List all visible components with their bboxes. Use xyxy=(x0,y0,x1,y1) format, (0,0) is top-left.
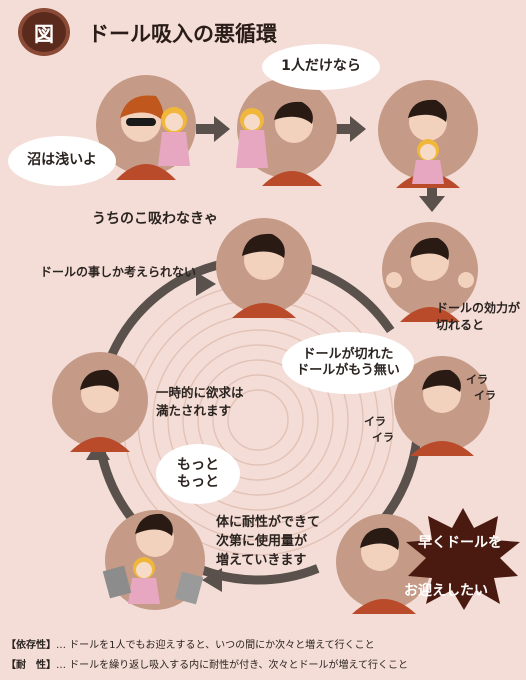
tolerance-line1: 体に耐性ができて xyxy=(216,515,321,530)
more-line2: もっと xyxy=(177,474,219,490)
tolerance-line3: 増えていきます xyxy=(216,552,307,568)
craving-man-illustration xyxy=(336,514,432,614)
speech-bubble-more: もっと もっと xyxy=(156,444,240,504)
angry-man-illustration xyxy=(394,356,490,456)
label-effect-wears-off: ドールの効力が 切れると xyxy=(436,300,520,335)
ira-upper: イラ イラ xyxy=(466,372,496,404)
man-with-doll-illustration xyxy=(236,78,337,186)
ira-text-3: イラ xyxy=(364,415,386,428)
speech-bubble-out-of-doll: ドールが切れた ドールがもう無い xyxy=(282,332,414,394)
withdrawal-line2: ドールがもう無い xyxy=(296,363,400,378)
man-holding-doll-illustration xyxy=(378,80,478,188)
obsessed-man-illustration xyxy=(216,218,312,318)
cycle-arrowhead-top xyxy=(196,272,216,296)
ira-lower: イラ イラ xyxy=(364,414,394,446)
arrow-down xyxy=(419,196,445,212)
label-effect-line1: ドールの効力が xyxy=(436,301,521,315)
more-line1: もっと xyxy=(177,456,219,473)
ira-text-1: イラ xyxy=(466,373,488,386)
arrow-right-2 xyxy=(350,116,366,142)
arrow-right-1 xyxy=(214,116,230,142)
label-only-think-doll: ドールの事しか考えられない xyxy=(40,265,197,279)
craving-burst xyxy=(406,508,520,610)
footnote-dependency: 【依存性】… ドールを1人でもお迎えすると、いつの間にか次々と増えて行くこと xyxy=(6,636,375,651)
footnote-tolerance: 【耐 性】… ドールを繰り返し吸入する内に耐性が付き、次々とドールが増えて行くこ… xyxy=(6,656,408,671)
hands-up-man-illustration xyxy=(382,222,478,322)
withdrawal-line1: ドールが切れた xyxy=(302,346,394,362)
speech-bubble-shallow: 沼は浅いよ xyxy=(8,136,116,186)
page-title: ドール吸入の悪循環 xyxy=(88,22,277,46)
ira-text-2: イラ xyxy=(474,388,496,402)
thought-must-inhale: うちのこ吸わなきゃ xyxy=(92,211,218,227)
burst-text-hurry: 早くドールを xyxy=(418,535,502,551)
satisfied-man-illustration xyxy=(52,352,148,452)
label-temporarily-satisfied: 一時的に欲求は 満たされます xyxy=(156,384,244,420)
speech-bubble-just-one: 1人だけなら xyxy=(262,44,380,90)
satisfied-line1: 一時的に欲求は xyxy=(156,385,244,400)
dealer-illustration xyxy=(96,75,196,180)
footnote-tolerance-key: 【耐 性】 xyxy=(6,660,56,671)
footnote-dependency-key: 【依存性】 xyxy=(6,640,56,651)
figure-title: 図 ドール吸入の悪循環 xyxy=(14,8,314,58)
burst-text-welcome: お迎えしたい xyxy=(404,583,488,599)
man-with-dolls-illustration xyxy=(102,510,205,610)
cycle-arrowhead-bottom xyxy=(202,568,222,592)
footnote-dependency-text: … ドールを1人でもお迎えすると、いつの間にか次々と増えて行くこと xyxy=(56,640,375,651)
figure-badge: 図 xyxy=(22,12,66,52)
footnote-tolerance-text: … ドールを繰り返し吸入する内に耐性が付き、次々とドールが増えて行くこと xyxy=(56,660,408,671)
ira-text-4: イラ xyxy=(372,430,394,444)
sunglasses-icon xyxy=(126,118,156,126)
label-effect-line2: 切れると xyxy=(436,318,485,333)
label-tolerance: 体に耐性ができて 次第に使用量が 増えていきます xyxy=(216,514,320,571)
tolerance-line2: 次第に使用量が xyxy=(216,533,308,549)
satisfied-line2: 満たされます xyxy=(156,403,232,419)
